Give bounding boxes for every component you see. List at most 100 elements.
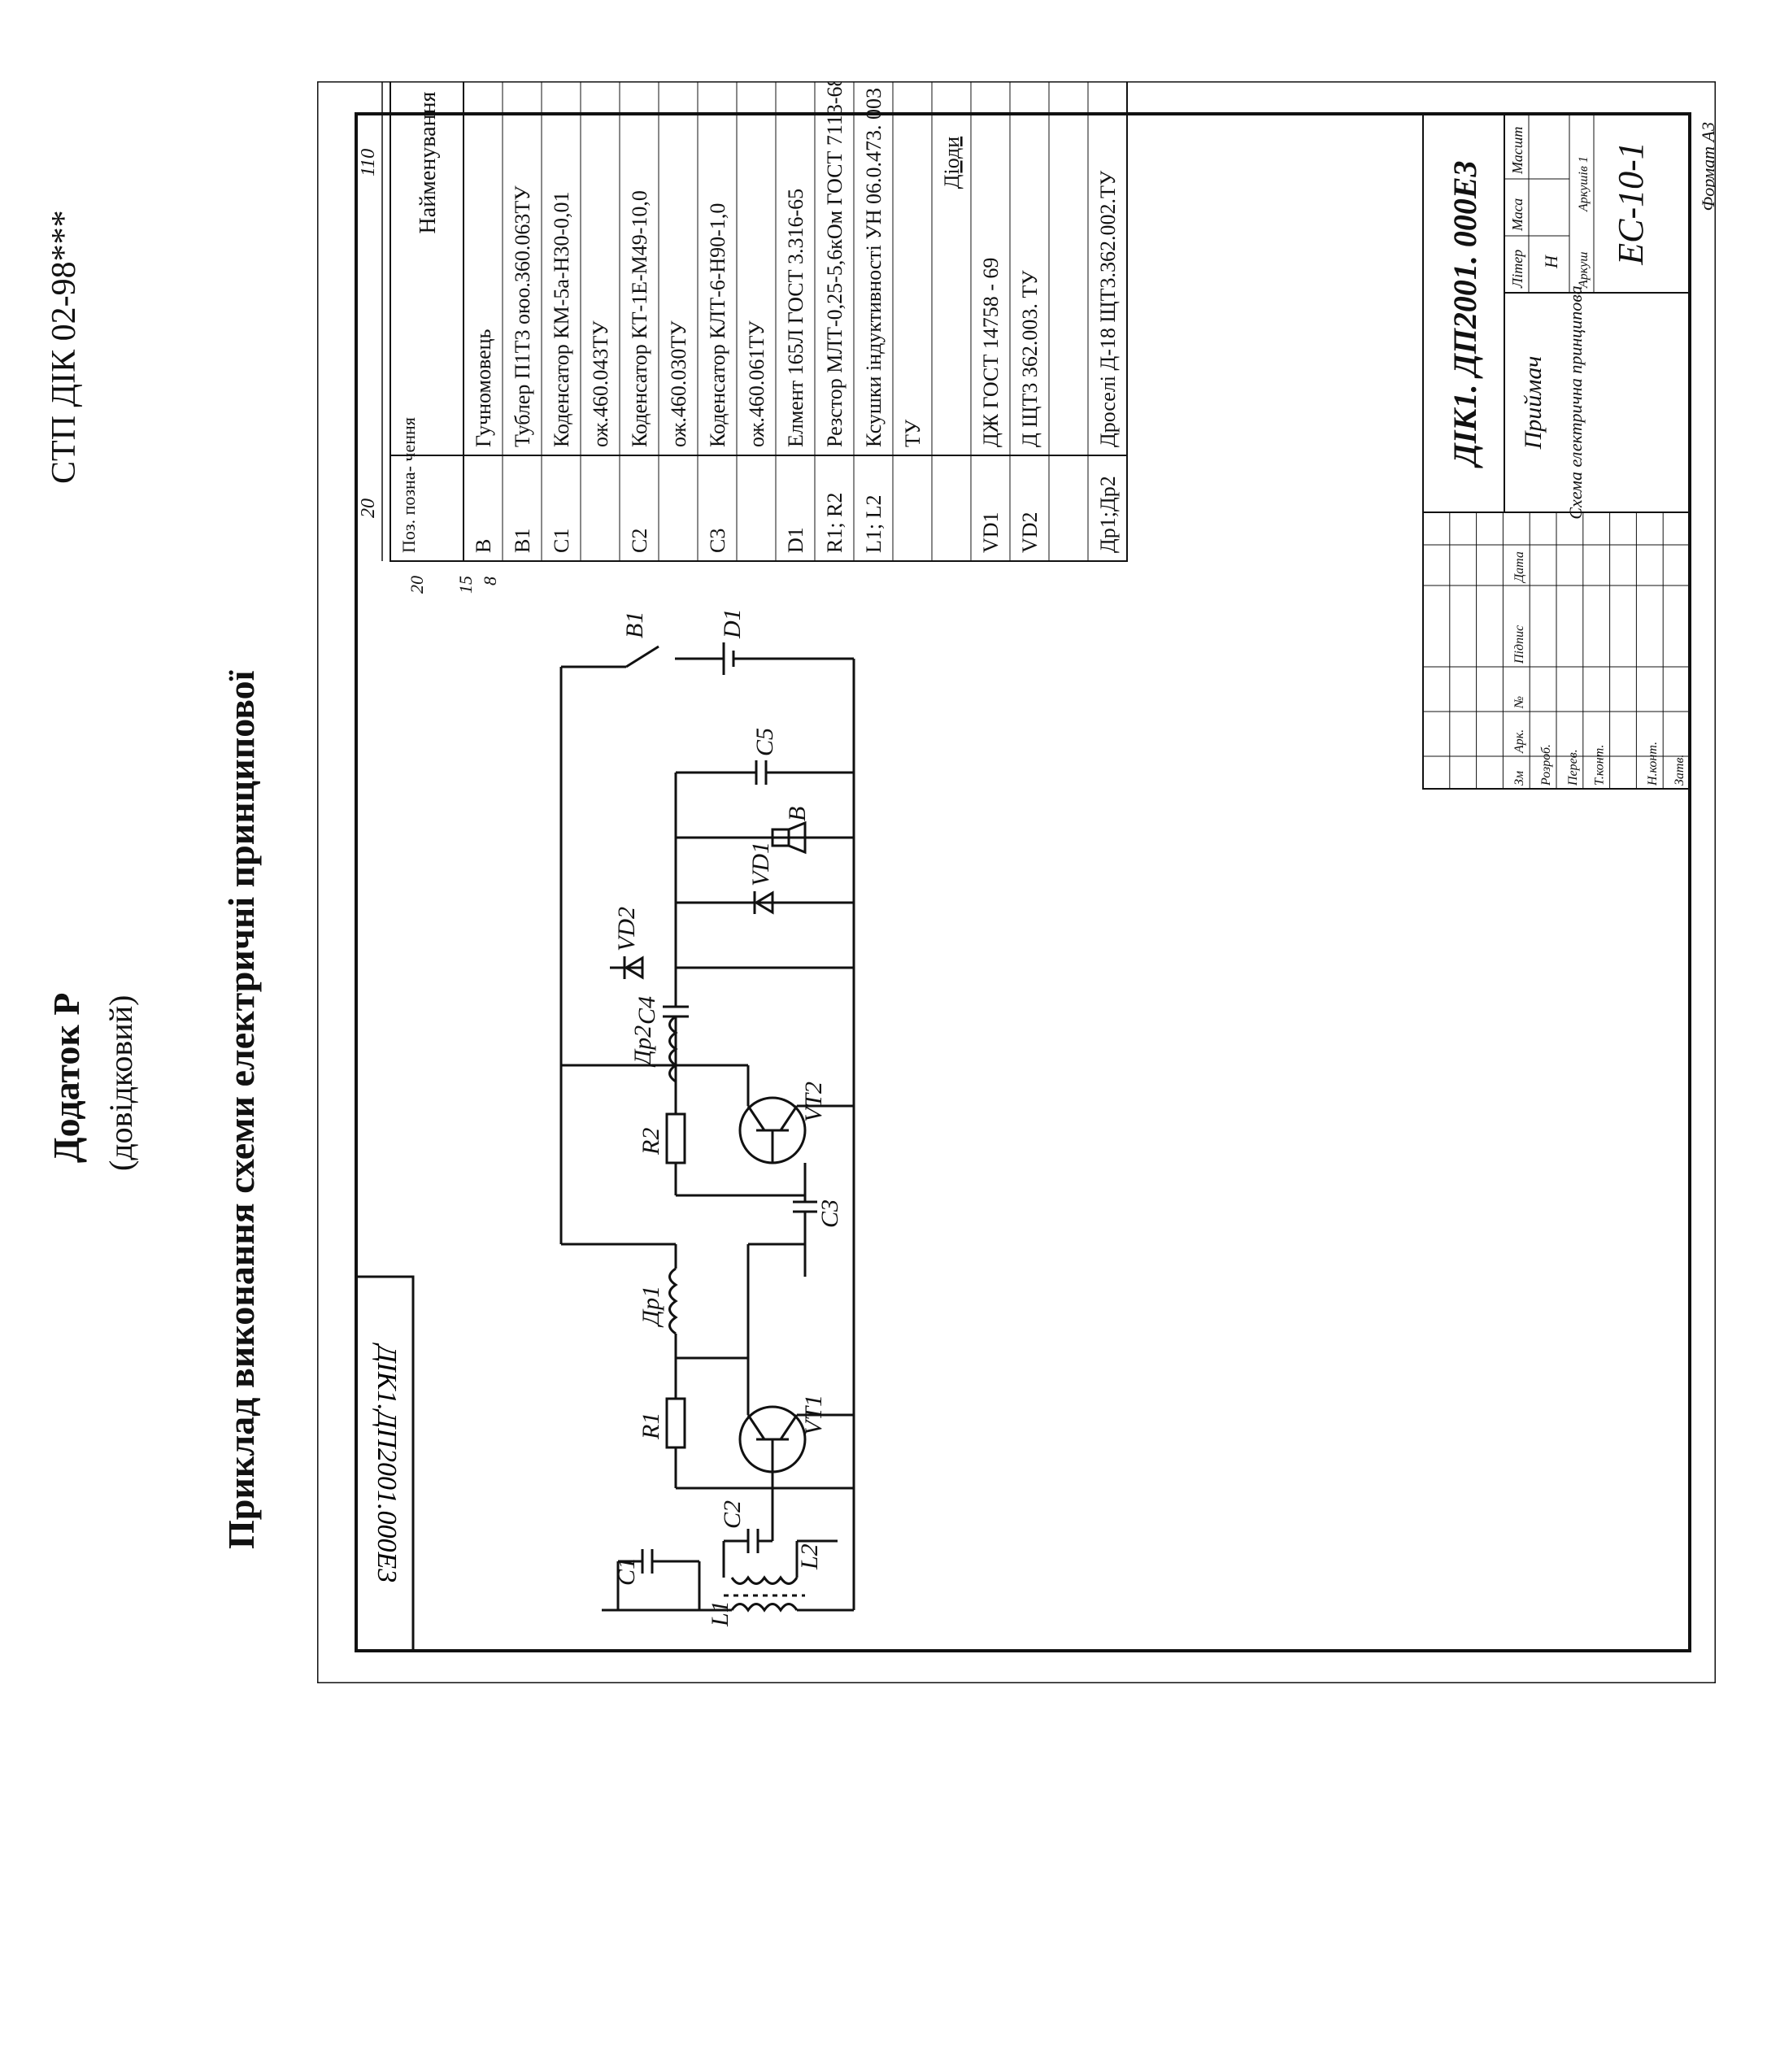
cell-name: Коденсатор КМ-5а-Н30-0,01: [550, 192, 573, 447]
doc-code: ДІК1. ДП2001. 000Е3: [1447, 160, 1483, 468]
sheets-label: Аркушів 1: [1577, 156, 1591, 212]
organization-code: ЕС-10-1: [1611, 141, 1651, 266]
resistor-r2: [665, 1112, 686, 1164]
cell-pos: Др1;Др2: [1096, 476, 1120, 553]
format-label: Формат А3: [1698, 122, 1716, 211]
table-row: С3 Коденсатор КЛТ-6-Н90-1,0: [706, 203, 729, 553]
cell-name: Елмент 165Л ГОСТ 3.316-65: [784, 189, 807, 447]
stamp-box: ДІК1.ДП2001.000Е3: [355, 1275, 415, 1652]
label-r1: R1: [638, 1413, 664, 1440]
table-row: ож.460.030ТУ1: [667, 320, 690, 447]
cell-name: ож.460.030ТУ: [667, 320, 690, 447]
table-row: ож.460.061ТУ1: [745, 320, 768, 447]
drawing-frame: ДІК1.ДП2001.000Е3: [317, 81, 1716, 1683]
stamp-code: ДІК1.ДП2001.000Е3: [372, 1343, 402, 1583]
cell-pos: VD2: [1018, 511, 1042, 553]
cell-pos: С2: [628, 529, 651, 553]
label-d1: D1: [719, 608, 746, 639]
product-name: Приймач: [1520, 356, 1547, 451]
schematic-labels: C1 L1 C2 L2 R1 VT1 Др1 C3 R2 VT2 Др2 C4 …: [613, 608, 843, 1627]
standard-code: СТП ДІК 02-98***: [46, 210, 83, 484]
title-col-label: Зм: [1512, 771, 1526, 786]
title-row-label: Н.конт.: [1646, 742, 1660, 786]
label-dr2: Др2: [629, 1025, 656, 1068]
table-row: С1 Коденсатор КМ-5а-Н30-0,01: [550, 192, 573, 553]
dim-name: 110: [358, 149, 379, 176]
cell-pos: R1; R2: [823, 493, 846, 553]
label-b1: B1: [621, 612, 648, 638]
header-pos: Поз. позна- чення: [398, 417, 419, 553]
dim-row1: 20: [407, 576, 427, 594]
title-col-label: №: [1512, 696, 1526, 709]
table-row: ож.460.043ТУ1: [589, 320, 612, 447]
label-dr1: Др1: [638, 1286, 664, 1328]
table-row: Діоди: [940, 137, 964, 189]
table-dimensions: 201101020158: [358, 81, 500, 594]
doc-type: Схема електрична принципова: [1565, 285, 1586, 519]
title-row-label: Затв.: [1673, 755, 1686, 786]
cell-pos: VD1: [979, 511, 1003, 553]
cell-name: Дроселі Д-18 ЩТ3.362.002.ТУ: [1096, 170, 1120, 447]
label-vd2: VD2: [613, 907, 640, 951]
litera-value: Н: [1541, 255, 1561, 269]
cell-name: ож.460.061ТУ: [745, 320, 768, 447]
title-block: ЗмАрк.№ПідписДатаРозроб.Перев.Т.конт.Н.к…: [1422, 113, 1716, 790]
dim-row2: 15: [455, 576, 476, 594]
label-c2: C2: [719, 1500, 746, 1529]
table-row: R1; R2 Резстор МЛТ-0,25-5,6кОм ГОСТ 7113-…: [823, 81, 846, 553]
switch-b1: [625, 645, 659, 668]
page-title: Приклад виконання схеми електричні принц…: [220, 670, 262, 1549]
inductor-l2: [730, 1575, 799, 1585]
circuit-schematic: [559, 642, 855, 1613]
table-row: L1; L2 Ксушки індуктивності УН 06.0.473. …: [862, 88, 886, 553]
diode-vd1: [754, 890, 774, 915]
label-r2: R2: [638, 1128, 664, 1156]
cell-pos: L1; L2: [862, 495, 886, 554]
parts-list-table: 201101020158Поз. позна- ченняНайменуванн…: [358, 81, 1128, 594]
cell-pos: С3: [706, 529, 729, 553]
cell-name: Гучномовець: [472, 329, 495, 447]
header-name: Найменування: [416, 91, 441, 233]
cell-name: ож.460.043ТУ: [589, 320, 612, 447]
table-row: ВГучномовець1: [472, 329, 495, 553]
label-c5: C5: [751, 728, 778, 756]
appendix-note: (довідковий): [102, 995, 139, 1171]
title-col-label: Дата: [1512, 551, 1526, 584]
label-vt1: VT1: [800, 1395, 827, 1435]
cell-name: Д ЩТ3 362.003. ТУ: [1018, 270, 1042, 447]
label-l1: L1: [707, 1600, 733, 1627]
title-row-label: Розроб.: [1539, 744, 1553, 786]
resistor-r1: [665, 1397, 686, 1449]
choke-dr1: [668, 1267, 678, 1335]
cell-pos: С1: [550, 529, 573, 553]
label-c4: C4: [633, 996, 660, 1025]
label-c3: C3: [816, 1199, 843, 1228]
table-row: ТУ2: [901, 419, 925, 447]
dim-row3: 8: [480, 577, 500, 585]
cell-name: ДЖ ГОСТ 14758 - 69: [979, 258, 1003, 447]
cell-pos: В1: [511, 529, 534, 553]
label-vd1: VD1: [747, 842, 774, 886]
cell-name: ТУ: [901, 419, 925, 447]
transistor-vt1: [738, 1405, 807, 1473]
cell-name: Діоди: [940, 137, 964, 189]
cell-name: Ксушки індуктивності УН 06.0.473. 003: [862, 88, 886, 447]
label-b: B: [784, 807, 811, 821]
mass-label: Маса: [1509, 198, 1525, 232]
cell-name: Резстор МЛТ-0,25-5,6кОм ГОСТ 7113-68: [823, 81, 846, 447]
title-row-label: Т.конт.: [1593, 745, 1607, 786]
inner-frame: [355, 112, 1691, 1652]
cell-pos: D1: [784, 527, 807, 553]
inductor-l1: [730, 1603, 799, 1613]
cell-name: Коденсатор КЛТ-6-Н90-1,0: [706, 203, 729, 447]
cell-name: Тублер П1Т3 оюо.360.063ТУ: [511, 185, 534, 447]
title-row-label: Перев.: [1566, 749, 1580, 786]
title-col-label: Арк.: [1512, 729, 1526, 754]
